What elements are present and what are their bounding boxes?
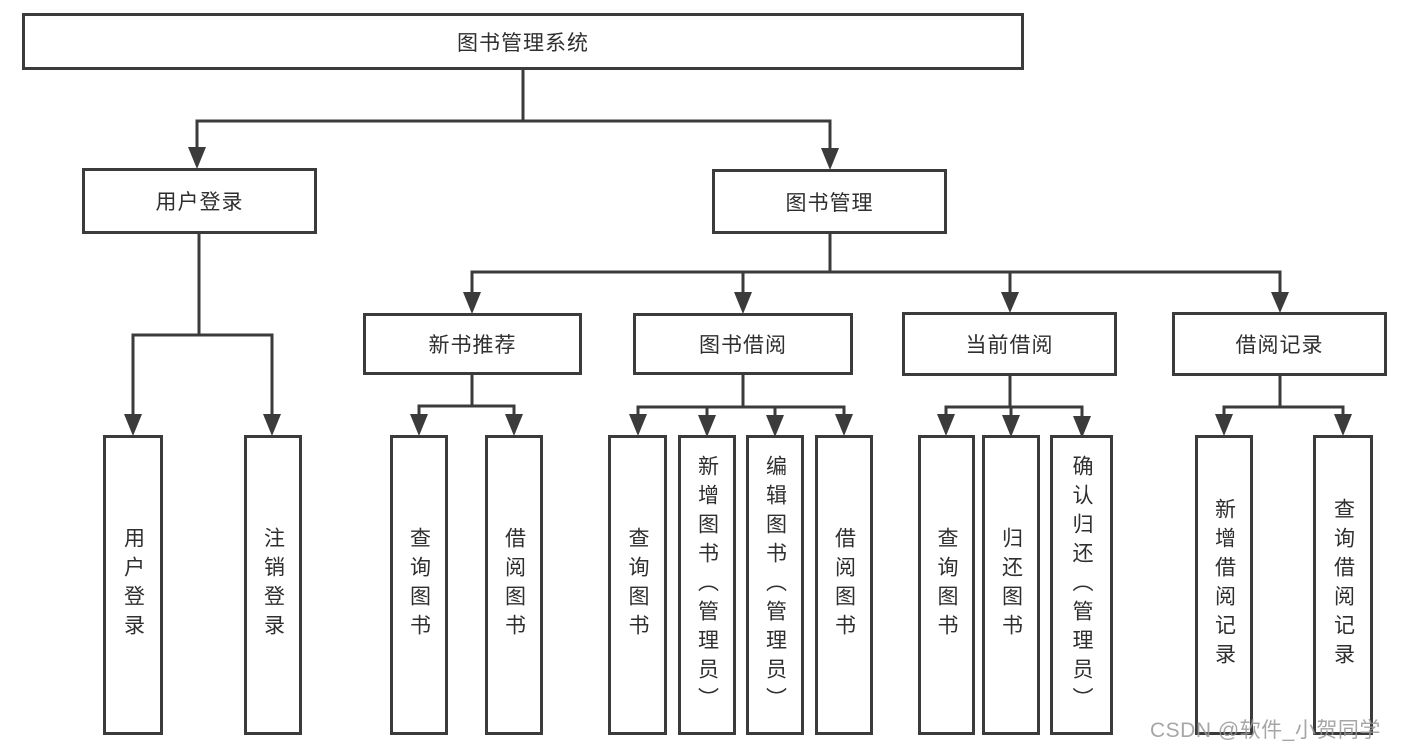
node-label: 查询图书 bbox=[407, 527, 431, 643]
node-label: 新增图书（管理员） bbox=[695, 454, 719, 716]
node-leaf-query-books-borrow: 查询图书 bbox=[608, 435, 667, 735]
node-label: 图书借阅 bbox=[699, 334, 787, 357]
csdn-watermark: CSDN @软件_小贺同学 bbox=[1150, 719, 1381, 742]
node-leaf-query-books-current: 查询图书 bbox=[918, 435, 975, 735]
node-label: 查询图书 bbox=[626, 527, 649, 643]
node-leaf-logout: 注销登录 bbox=[244, 435, 302, 735]
node-leaf-borrow-books-recommend: 借阅图书 bbox=[485, 435, 543, 735]
node-label: 借阅图书 bbox=[502, 527, 526, 643]
node-user-login-branch: 用户登录 bbox=[82, 168, 317, 234]
node-library-management-system: 图书管理系统 bbox=[22, 13, 1024, 70]
node-leaf-query-borrow-record: 查询借阅记录 bbox=[1313, 435, 1373, 735]
node-label: 图书管理系统 bbox=[457, 31, 589, 55]
node-leaf-return-books: 归还图书 bbox=[982, 435, 1040, 735]
arrowheads bbox=[124, 147, 1352, 438]
node-label: 查询图书 bbox=[935, 527, 958, 643]
node-label: 借阅记录 bbox=[1235, 334, 1324, 357]
node-leaf-edit-books-admin: 编辑图书（管理员） bbox=[746, 435, 804, 735]
connectors bbox=[131, 69, 1345, 422]
node-label: 查询借阅记录 bbox=[1331, 498, 1355, 672]
node-new-book-recommend: 新书推荐 bbox=[363, 313, 582, 375]
node-label: 确认归还（管理员） bbox=[1070, 454, 1093, 716]
node-leaf-query-books-recommend: 查询图书 bbox=[390, 435, 448, 735]
node-leaf-add-borrow-record: 新增借阅记录 bbox=[1195, 435, 1253, 735]
node-book-management-branch: 图书管理 bbox=[712, 169, 947, 234]
node-borrow-records: 借阅记录 bbox=[1172, 312, 1387, 376]
node-label: 图书管理 bbox=[785, 191, 874, 215]
node-current-borrow: 当前借阅 bbox=[902, 312, 1117, 376]
node-leaf-user-login: 用户登录 bbox=[103, 435, 163, 735]
node-label: 新增借阅记录 bbox=[1212, 498, 1236, 672]
node-label: 当前借阅 bbox=[965, 334, 1054, 357]
node-book-borrow: 图书借阅 bbox=[633, 313, 853, 375]
node-label: 归还图书 bbox=[999, 527, 1023, 643]
node-label: 新书推荐 bbox=[428, 334, 517, 357]
node-label: 用户登录 bbox=[155, 191, 244, 214]
node-leaf-add-books-admin: 新增图书（管理员） bbox=[678, 435, 736, 735]
node-label: 用户登录 bbox=[121, 527, 145, 643]
node-label: 注销登录 bbox=[261, 527, 285, 643]
node-leaf-confirm-return-admin: 确认归还（管理员） bbox=[1050, 435, 1113, 735]
node-leaf-borrow-books: 借阅图书 bbox=[815, 435, 873, 735]
node-label: 编辑图书（管理员） bbox=[763, 454, 787, 716]
node-label: 借阅图书 bbox=[832, 527, 856, 643]
